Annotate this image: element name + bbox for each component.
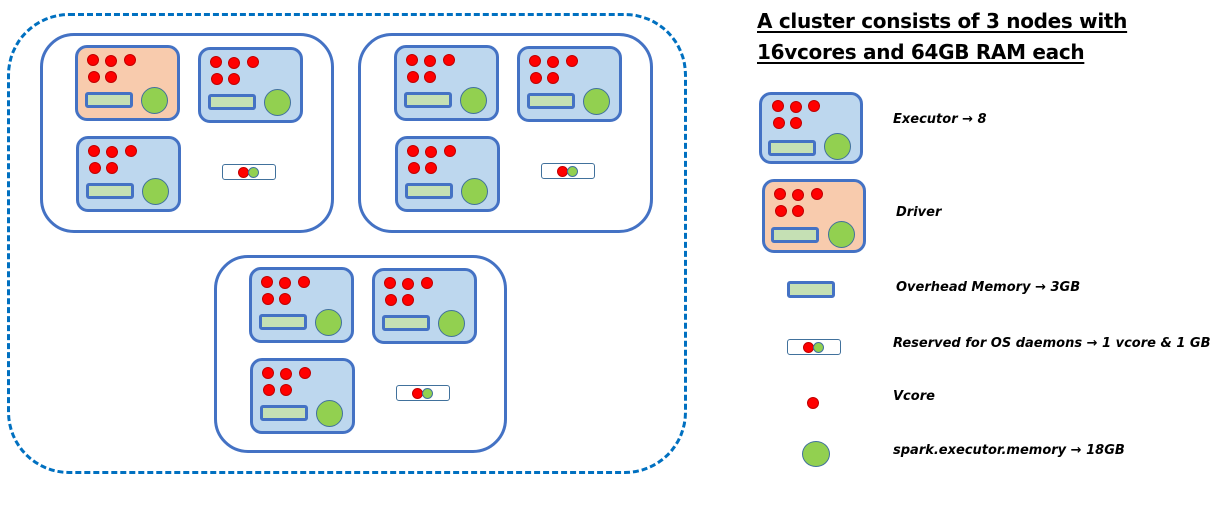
os-reserved-icon: [541, 163, 595, 179]
vcore-icon: [402, 294, 414, 306]
vcore-icon: [425, 162, 437, 174]
executor-container: [517, 46, 622, 122]
legend-memory-label: spark.executor.memory → 18GB: [893, 443, 1125, 458]
legend-vcore-label: Vcore: [893, 389, 935, 404]
vcore-icon: [125, 145, 137, 157]
overhead-memory-icon: [208, 94, 256, 110]
vcore-icon: [87, 54, 99, 66]
vcore-icon: [425, 146, 437, 158]
vcore-icon: [547, 72, 559, 84]
driver-container: [75, 45, 180, 121]
overhead-memory-icon: [86, 183, 134, 199]
vcore-icon: [262, 367, 274, 379]
vcore-icon: [408, 162, 420, 174]
vcore-icon: [247, 56, 259, 68]
vcore-icon: [88, 145, 100, 157]
vcore-icon: [106, 146, 118, 158]
executor-container: [250, 358, 355, 434]
vcore-icon: [424, 71, 436, 83]
executor-memory-icon: [141, 87, 168, 114]
executor-container: [76, 136, 181, 212]
vcore-icon: [807, 397, 819, 409]
executor-memory-icon: [315, 309, 342, 336]
vcore-icon: [228, 57, 240, 69]
os-reserved-icon: [222, 164, 276, 180]
os-reserved-icon: [396, 385, 450, 401]
overhead-memory-icon: [260, 405, 308, 421]
legend-driver-label: Driver: [896, 205, 942, 220]
executor-container: [198, 47, 303, 123]
vcore-icon: [279, 293, 291, 305]
vcore-icon: [547, 56, 559, 68]
vcore-icon: [407, 145, 419, 157]
vcore-icon: [106, 162, 118, 174]
vcore-icon: [424, 55, 436, 67]
overhead-memory-icon: [787, 281, 835, 298]
vcore-icon: [406, 54, 418, 66]
legend-overhead-label: Overhead Memory → 3GB: [896, 280, 1081, 295]
vcore-icon: [280, 368, 292, 380]
executor-icon: [759, 92, 863, 164]
vcore-icon: [261, 276, 273, 288]
overhead-memory-icon: [527, 93, 575, 109]
title-line-2: 16vcores and 64GB RAM each: [757, 40, 1085, 64]
vcore-icon: [89, 162, 101, 174]
vcore-icon: [384, 277, 396, 289]
executor-memory-icon: [802, 441, 830, 467]
vcore-icon: [105, 55, 117, 67]
executor-container: [372, 268, 477, 344]
executor-container: [394, 45, 499, 121]
diagram-title: A cluster consists of 3 nodes with 16vco…: [757, 6, 1127, 68]
vcore-icon: [228, 73, 240, 85]
memory-icon: [567, 166, 578, 177]
vcore-icon: [407, 71, 419, 83]
vcore-icon: [566, 55, 578, 67]
executor-memory-icon: [316, 400, 343, 427]
vcore-icon: [262, 293, 274, 305]
vcore-icon: [263, 384, 275, 396]
vcore-icon: [444, 145, 456, 157]
os-reserved-icon: [787, 339, 841, 355]
memory-icon: [248, 167, 259, 178]
vcore-icon: [385, 294, 397, 306]
vcore-icon: [88, 71, 100, 83]
memory-icon: [422, 388, 433, 399]
executor-memory-icon: [438, 310, 465, 337]
legend-executor-label: Executor → 8: [893, 112, 987, 127]
executor-container: [249, 267, 354, 343]
vcore-icon: [279, 277, 291, 289]
overhead-memory-icon: [405, 183, 453, 199]
vcore-icon: [421, 277, 433, 289]
vcore-icon: [210, 56, 222, 68]
overhead-memory-icon: [259, 314, 307, 330]
executor-memory-icon: [460, 87, 487, 114]
vcore-icon: [529, 55, 541, 67]
vcore-icon: [280, 384, 292, 396]
executor-memory-icon: [264, 89, 291, 116]
vcore-icon: [298, 276, 310, 288]
executor-memory-icon: [583, 88, 610, 115]
vcore-icon: [211, 73, 223, 85]
executor-container: [395, 136, 500, 212]
overhead-memory-icon: [85, 92, 133, 108]
vcore-icon: [299, 367, 311, 379]
legend-os-label: Reserved for OS daemons → 1 vcore & 1 GB: [893, 336, 1211, 351]
executor-memory-icon: [461, 178, 488, 205]
vcore-icon: [402, 278, 414, 290]
vcore-icon: [124, 54, 136, 66]
driver-icon: [762, 179, 866, 253]
overhead-memory-icon: [382, 315, 430, 331]
cluster-boundary: [7, 13, 687, 474]
vcore-icon: [105, 71, 117, 83]
vcore-icon: [530, 72, 542, 84]
vcore-icon: [443, 54, 455, 66]
overhead-memory-icon: [404, 92, 452, 108]
executor-memory-icon: [142, 178, 169, 205]
title-line-1: A cluster consists of 3 nodes with: [757, 9, 1128, 33]
